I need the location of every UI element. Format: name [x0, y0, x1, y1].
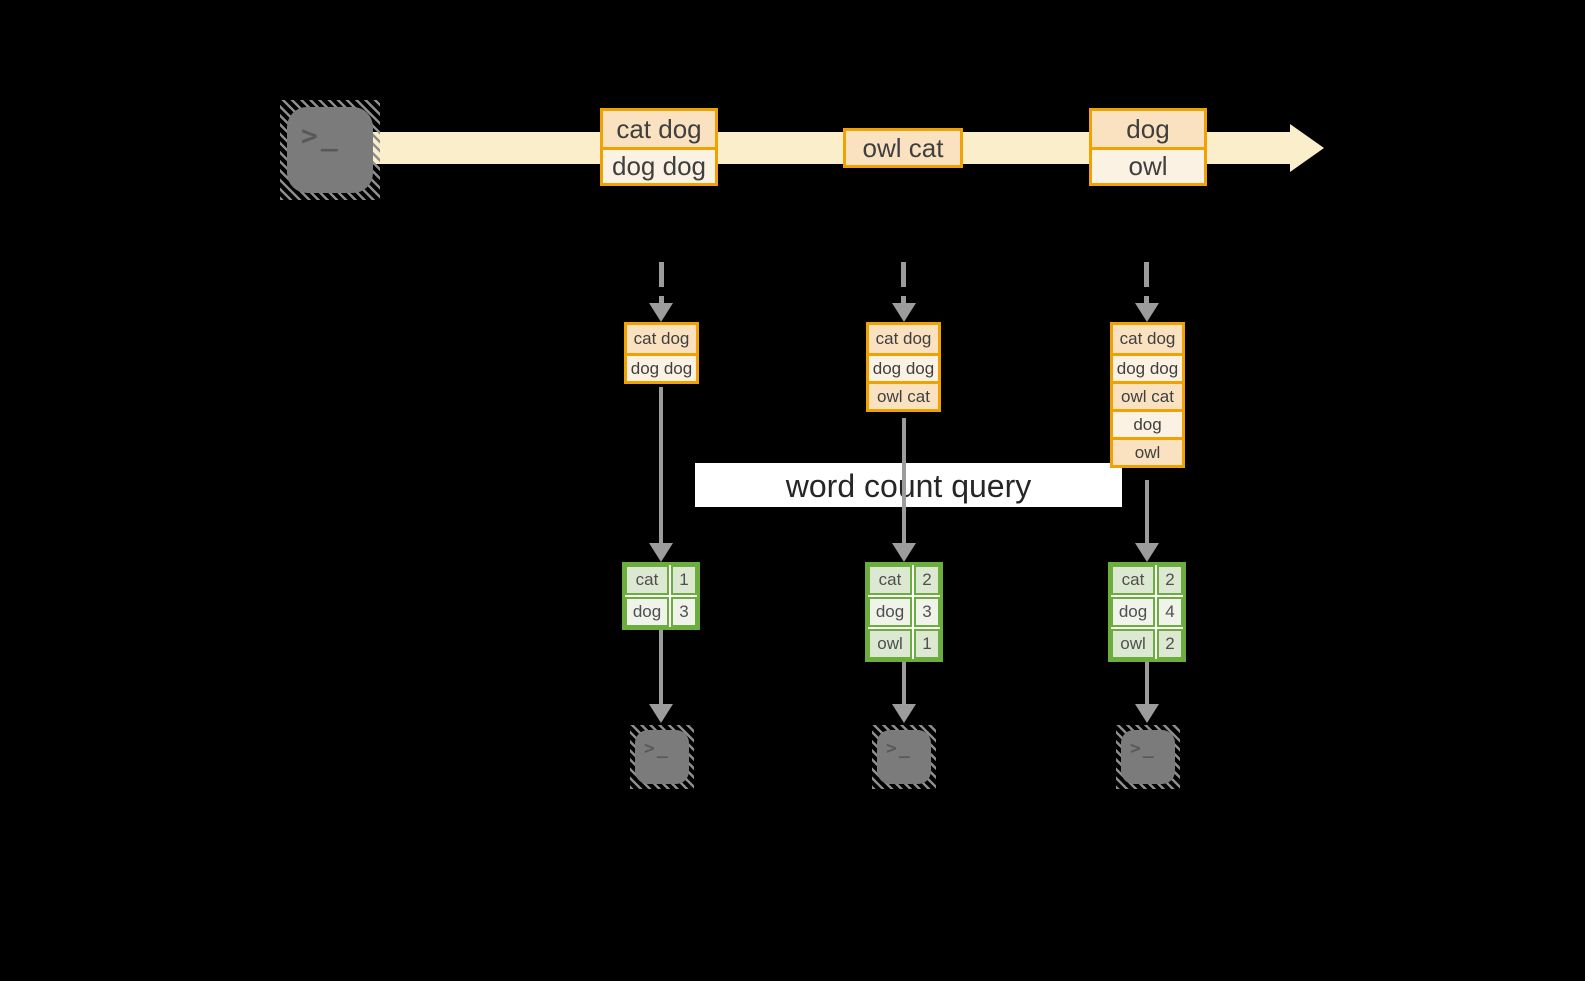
- source-terminal-icon: >_: [280, 100, 380, 200]
- connector-line: [659, 630, 663, 704]
- micro-batch-line: dog: [1113, 409, 1182, 437]
- trigger-arrowhead-3: [1135, 303, 1159, 322]
- sink-terminal-icon-3: >_: [1116, 725, 1180, 789]
- micro-batch-line: dog dog: [869, 353, 938, 381]
- batch-line: dog: [1092, 111, 1204, 147]
- terminal-prompt-glyph: >_: [301, 119, 341, 152]
- terminal-prompt-glyph: >_: [886, 738, 912, 759]
- count-cell: 1: [914, 629, 940, 659]
- word-cell: dog: [1111, 597, 1155, 627]
- connector-arrowhead: [892, 543, 916, 562]
- trigger-arrowhead-1: [649, 303, 673, 322]
- connector-line: [1145, 480, 1149, 543]
- word-cell: owl: [868, 629, 912, 659]
- terminal-body: >_: [1121, 730, 1175, 784]
- connector-arrowhead: [1135, 543, 1159, 562]
- trigger-dashed-line-1: [659, 262, 664, 304]
- micro-batch-line: owl: [1113, 437, 1182, 465]
- terminal-prompt-glyph: >_: [644, 738, 670, 759]
- terminal-body: >_: [635, 730, 689, 784]
- word-cell: cat: [625, 565, 669, 595]
- sink-terminal-icon-1: >_: [630, 725, 694, 789]
- batch-line: owl cat: [846, 131, 960, 165]
- count-cell: 3: [914, 597, 940, 627]
- query-label: word count query: [695, 463, 1122, 507]
- connector-line: [1145, 662, 1149, 704]
- word-cell: owl: [1111, 629, 1155, 659]
- word-cell: dog: [868, 597, 912, 627]
- micro-batch-line: owl cat: [1113, 381, 1182, 409]
- trigger-dashed-line-3: [1144, 262, 1149, 304]
- count-cell: 2: [914, 565, 940, 595]
- batch-line: dog dog: [603, 147, 715, 183]
- connector-arrowhead: [649, 543, 673, 562]
- stream-band-arrowhead: [1290, 124, 1324, 172]
- micro-batch-box-2: cat dog dog dog owl cat: [866, 322, 941, 412]
- stream-batch-box-2: owl cat: [843, 128, 963, 168]
- micro-batch-line: cat dog: [869, 325, 938, 353]
- connector-arrowhead: [649, 704, 673, 723]
- terminal-body: >_: [877, 730, 931, 784]
- micro-batch-line: cat dog: [627, 325, 696, 353]
- terminal-prompt-glyph: >_: [1130, 738, 1156, 759]
- micro-batch-box-1: cat dog dog dog: [624, 322, 699, 384]
- batch-line: cat dog: [603, 111, 715, 147]
- stream-batch-box-1: cat dog dog dog: [600, 108, 718, 186]
- result-table-2: cat 2 dog 3 owl 1: [865, 562, 943, 662]
- connector-line: [902, 662, 906, 704]
- count-cell: 1: [671, 565, 697, 595]
- micro-batch-line: dog dog: [627, 353, 696, 381]
- count-cell: 3: [671, 597, 697, 627]
- result-table-3: cat 2 dog 4 owl 2: [1108, 562, 1186, 662]
- word-cell: dog: [625, 597, 669, 627]
- micro-batch-line: dog dog: [1113, 353, 1182, 381]
- count-cell: 4: [1157, 597, 1183, 627]
- micro-batch-line: owl cat: [869, 381, 938, 409]
- trigger-dashed-line-2: [901, 262, 906, 304]
- word-cell: cat: [868, 565, 912, 595]
- connector-arrowhead: [1135, 704, 1159, 723]
- batch-line: owl: [1092, 147, 1204, 183]
- trigger-arrowhead-2: [892, 303, 916, 322]
- connector-arrowhead: [892, 704, 916, 723]
- connector-line: [902, 418, 906, 543]
- micro-batch-box-3: cat dog dog dog owl cat dog owl: [1110, 322, 1185, 468]
- connector-line: [659, 387, 663, 543]
- result-table-1: cat 1 dog 3: [622, 562, 700, 630]
- terminal-body: >_: [287, 107, 373, 193]
- count-cell: 2: [1157, 629, 1183, 659]
- count-cell: 2: [1157, 565, 1183, 595]
- word-cell: cat: [1111, 565, 1155, 595]
- sink-terminal-icon-2: >_: [872, 725, 936, 789]
- stream-batch-box-3: dog owl: [1089, 108, 1207, 186]
- micro-batch-line: cat dog: [1113, 325, 1182, 353]
